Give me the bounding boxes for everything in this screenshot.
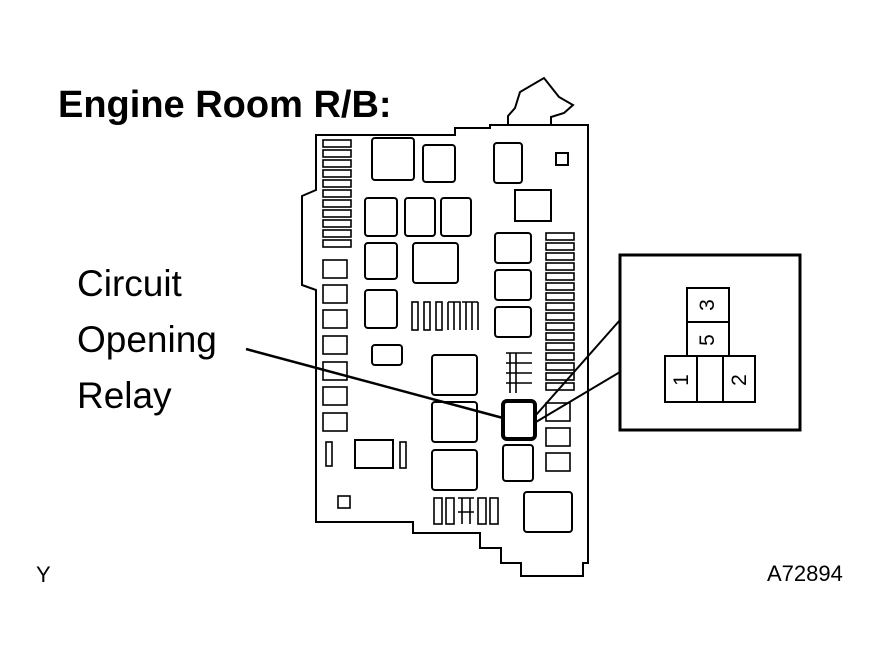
pin-2-label: 2 [728, 374, 751, 386]
callout-line-2: Opening [77, 319, 217, 360]
left-fuse-column [322, 139, 352, 509]
relay-callout-label: Circuit Opening Relay [77, 263, 217, 416]
mini-fuse-row [399, 301, 499, 525]
circuit-opening-relay-highlight [501, 399, 537, 441]
pin-3-label: 3 [696, 299, 719, 311]
diagram-title: Engine Room R/B: [58, 84, 392, 126]
zoom-lines [535, 319, 621, 423]
right-fuse-column [506, 232, 575, 472]
connector-inset: 3 5 1 2 [618, 253, 802, 432]
callout-line-3: Relay [77, 375, 172, 416]
pin-5-label: 5 [696, 334, 719, 346]
relay-block-outline [301, 76, 589, 577]
callout-line-1: Circuit [77, 263, 183, 304]
relay-blocks [354, 137, 573, 533]
corner-letter: Y [36, 562, 51, 587]
figure-id: A72894 [767, 561, 843, 586]
pin-1-label: 1 [670, 374, 693, 386]
callout-leader-line [245, 347, 504, 420]
